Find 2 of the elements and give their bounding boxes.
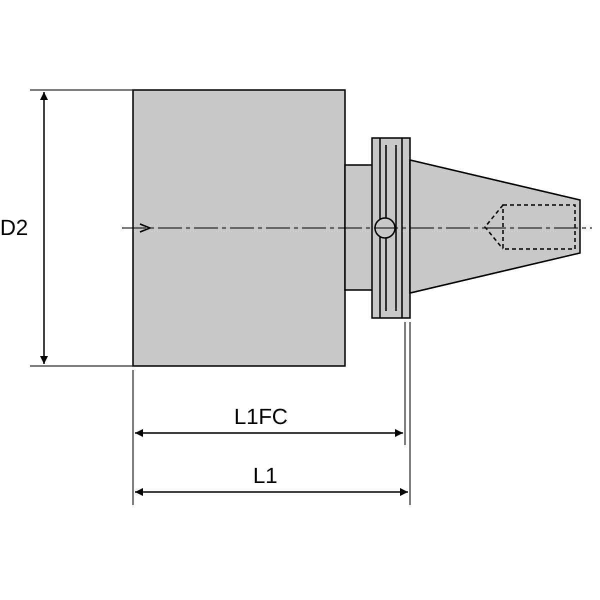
dimension-label: L1 (253, 465, 278, 487)
dimension-label: L1FC (234, 406, 288, 428)
